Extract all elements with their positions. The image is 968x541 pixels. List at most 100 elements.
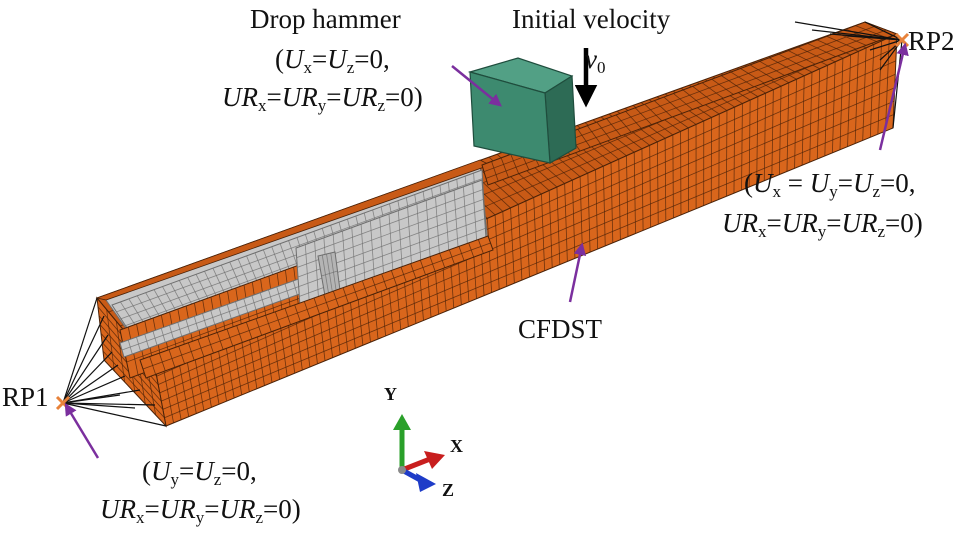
triad-origin	[398, 466, 406, 474]
formula-symbol: UR	[781, 208, 818, 238]
tube-front-rim	[139, 235, 494, 379]
tube-front-face-grid	[626, 155, 629, 237]
formula-subscript: z	[877, 222, 886, 241]
formula-symbol: UR	[341, 82, 378, 112]
rp1-coupling-line	[62, 402, 156, 406]
formula-text: =	[266, 82, 282, 112]
tube-front-face-grid	[510, 207, 515, 284]
tube-top-right-grid	[606, 118, 622, 137]
triad-x-head	[424, 451, 445, 469]
tube-top-right-grid	[500, 157, 509, 178]
formula-text: =	[326, 82, 342, 112]
rp2-label: RP2	[908, 26, 955, 56]
formula-subscript: x	[772, 182, 782, 201]
rp1-coupling-line	[62, 297, 98, 404]
tube-front-face-grid	[610, 162, 614, 243]
tube-front-face-grid	[177, 357, 190, 417]
tube-front-face-grid	[502, 211, 508, 287]
tube-front-face-grid	[869, 44, 875, 138]
formula-text: =0)	[885, 208, 923, 238]
tube-front-face-grid	[885, 37, 890, 132]
formula-text: (	[275, 44, 284, 74]
tube-top-right-grid	[701, 82, 724, 99]
tube-front-face-grid	[633, 152, 636, 234]
cfdst-leader-arrow	[568, 242, 587, 303]
tube-front-face-grid	[162, 100, 895, 410]
tube-end-face-grid	[102, 350, 165, 418]
triad-x-shaft	[401, 456, 431, 473]
tube-front-face-grid	[847, 54, 852, 147]
formula-subscript: y	[317, 96, 327, 115]
rp1-coupling-line	[62, 334, 109, 404]
formula-text: =	[766, 208, 782, 238]
triad-z-head	[416, 473, 436, 492]
tube-top-right-grid	[807, 43, 836, 58]
rp2-coupling-line	[864, 21, 903, 41]
tube-front-face-grid	[809, 72, 813, 163]
rp1-label: RP1	[2, 382, 49, 412]
cfdst-label: CFDST	[518, 314, 603, 344]
tube-top-right-grid	[749, 64, 775, 80]
tube-front-face-grid	[839, 58, 844, 150]
tube-front-face-grid	[556, 187, 561, 265]
tube-top-right-grid	[615, 114, 632, 133]
tube-front-face-grid	[771, 89, 774, 178]
rp2-coupling-line	[794, 21, 903, 41]
tube-front-face-grid	[579, 176, 583, 256]
rp1-bc-line2: URx=URy=URz=0)	[100, 492, 301, 526]
inner-concrete-core	[119, 271, 323, 358]
tube-front-face-grid	[733, 107, 736, 194]
tube-front-face-grid	[877, 40, 882, 135]
rp2-coupling-line	[869, 39, 903, 51]
tube-front-face-grid	[748, 100, 751, 187]
tube-front-face-grid	[832, 61, 836, 153]
formula-text: =0,	[221, 456, 257, 486]
formula-subscript: x	[758, 222, 767, 241]
formula-symbol: U	[852, 168, 873, 198]
tube-top-right-grid	[855, 25, 887, 39]
tube-front-face-grid	[664, 138, 667, 222]
tube-front-face-grid	[854, 51, 859, 144]
tube-top-right-grid	[673, 93, 693, 110]
tube-front-face-grid	[725, 110, 728, 197]
formula-subscript: y	[817, 222, 827, 241]
tube-front-face-grid	[157, 60, 897, 385]
formula-subscript: z	[213, 470, 222, 489]
tube-front-face-grid	[824, 65, 828, 156]
v0-subscript: 0	[596, 58, 606, 77]
formula-text: =	[826, 208, 842, 238]
axis-x-label: X	[450, 436, 463, 456]
tube-front-face-grid	[587, 173, 591, 253]
tube-top-right-grid	[711, 78, 734, 95]
tube-front-face-grid	[185, 354, 197, 414]
tube-front-face-grid	[862, 47, 867, 141]
tube-top-right-grid	[826, 35, 857, 50]
drop-hammer-label: Drop hammer	[250, 4, 401, 34]
tube-front-face-grid	[541, 194, 546, 271]
tube-front-face-grid	[170, 360, 182, 420]
rp1-coupling-line	[62, 315, 105, 404]
concrete-step-face-grid	[326, 253, 333, 294]
formula-symbol: UR	[219, 494, 256, 524]
formula-symbol: U	[284, 44, 304, 74]
formula-subscript: y	[195, 508, 205, 527]
tube-end-face-grid	[106, 309, 115, 372]
formula-subscript: z	[255, 508, 264, 527]
hammer-leader-arrow	[451, 65, 502, 107]
tube-top-right-grid	[788, 50, 816, 65]
formula-subscript: x	[303, 58, 313, 77]
rp1-coupling-line	[62, 364, 119, 404]
tube-top-right-grid	[577, 129, 591, 148]
tube-top-right-grid	[730, 71, 755, 88]
v0-symbol: v	[585, 44, 597, 74]
tube-front-face-grid	[162, 364, 174, 423]
rp2-bc-line2: URx=URy=URz=0)	[722, 206, 923, 240]
tube-top-right-grid	[663, 96, 683, 114]
tube-front-face-grid	[159, 73, 896, 394]
axis-z-label: Z	[442, 480, 455, 500]
tube-front-face-grid	[564, 183, 568, 262]
formula-text: =	[837, 168, 853, 198]
tube-front-rim-grid	[142, 242, 491, 370]
